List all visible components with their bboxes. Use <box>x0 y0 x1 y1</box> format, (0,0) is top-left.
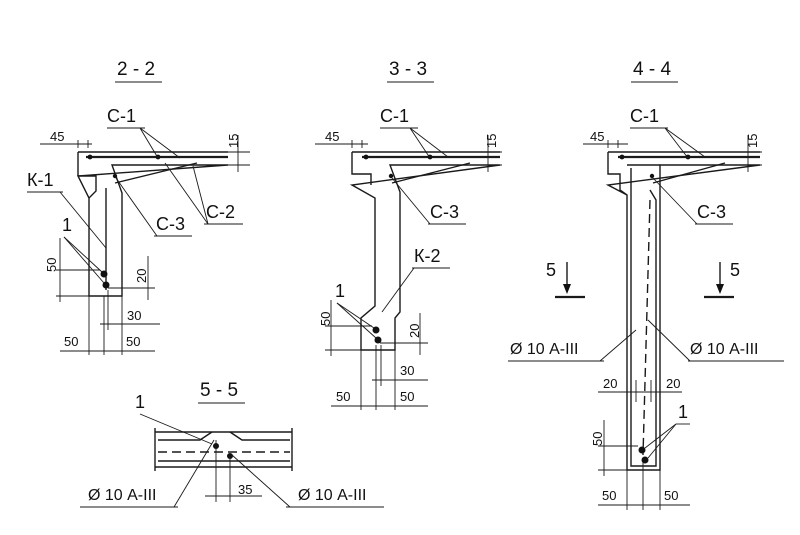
mesh-c3-bar <box>391 162 471 184</box>
svg-text:45: 45 <box>590 129 604 144</box>
bar-label-left: Ø 10 А-III <box>510 341 578 358</box>
svg-text:50: 50 <box>590 432 605 446</box>
svg-text:50: 50 <box>126 334 140 349</box>
svg-text:50: 50 <box>64 334 78 349</box>
label-c3: С-3 <box>697 202 726 222</box>
mesh-c3-bar <box>114 162 198 184</box>
rebar-dot <box>638 446 646 454</box>
svg-text:20: 20 <box>666 376 680 391</box>
svg-text:30: 30 <box>400 363 414 378</box>
rebar-dot <box>374 336 382 344</box>
rebar-dot <box>102 281 110 289</box>
bar-label-right: Ø 10 А-III <box>298 487 366 504</box>
section-4-4: 4 - 4 С-1 С-3 5 5 Ø 10 А-III Ø 10 А-III <box>508 59 784 510</box>
label-rebar: 1 <box>135 392 145 412</box>
rebar-dot <box>100 270 108 278</box>
svg-text:15: 15 <box>226 134 241 148</box>
svg-text:15: 15 <box>484 134 499 148</box>
label-c1: С-1 <box>630 106 659 126</box>
section-3-3: 3 - 3 С-1 С-3 К-2 1 45 15 50 <box>315 59 502 410</box>
label-rebar: 1 <box>335 281 345 301</box>
label-k1: К-1 <box>27 170 54 190</box>
svg-text:45: 45 <box>50 129 64 144</box>
stirrup-solid <box>630 168 657 467</box>
label-c2: С-2 <box>206 202 235 222</box>
label-c1: С-1 <box>107 106 136 126</box>
svg-text:20: 20 <box>134 269 149 283</box>
cut-marker-left: 5 <box>546 260 556 280</box>
svg-text:50: 50 <box>336 389 350 404</box>
svg-text:50: 50 <box>602 488 616 503</box>
svg-text:45: 45 <box>325 129 339 144</box>
svg-text:50: 50 <box>400 389 414 404</box>
section-title-2-2: 2 - 2 <box>117 59 155 80</box>
label-c1: С-1 <box>380 106 409 126</box>
label-c3: С-3 <box>430 202 459 222</box>
svg-text:50: 50 <box>44 258 59 272</box>
rebar-dot <box>641 456 649 464</box>
section-5-5: 5 - 5 1 Ø 10 А-III Ø 10 А-III 35 <box>80 380 384 508</box>
section-title-3-3: 3 - 3 <box>389 59 427 80</box>
rebar-dot <box>372 326 380 334</box>
section-2-2: 2 - 2 С-1 К-1 С-2 С-3 1 <box>27 59 250 355</box>
label-c3: С-3 <box>156 214 185 234</box>
bar-label-left: Ø 10 А-III <box>88 487 156 504</box>
bar-label-right: Ø 10 А-III <box>690 341 758 358</box>
svg-text:30: 30 <box>127 308 141 323</box>
svg-text:50: 50 <box>664 488 678 503</box>
label-k2: К-2 <box>414 246 441 266</box>
stirrup-dashed <box>642 199 651 456</box>
svg-text:50: 50 <box>318 312 333 326</box>
svg-text:15: 15 <box>745 134 760 148</box>
svg-text:35: 35 <box>238 482 252 497</box>
section-title-5-5: 5 - 5 <box>200 380 238 401</box>
label-rebar: 1 <box>678 402 688 422</box>
section-title-4-4: 4 - 4 <box>633 59 671 80</box>
beam-outline <box>76 151 229 297</box>
mesh-c3-bar <box>652 162 726 184</box>
label-rebar: 1 <box>62 215 72 235</box>
svg-text:20: 20 <box>407 324 422 338</box>
cut-marker-right: 5 <box>730 260 740 280</box>
svg-text:20: 20 <box>603 376 617 391</box>
